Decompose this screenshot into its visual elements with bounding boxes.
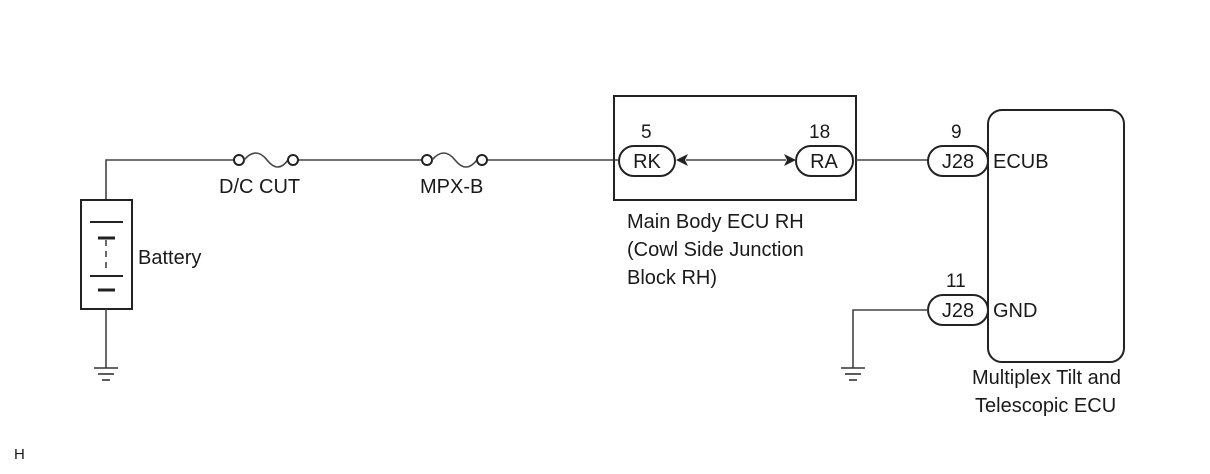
battery-label: Battery [138,247,201,269]
gnd-wire [852,309,928,368]
battery-ground-icon [94,309,118,381]
rk-pin-number: 5 [641,122,652,143]
j28-pin9-number: 9 [951,122,962,143]
main-body-ecu-name-line3: Block RH) [627,267,717,289]
j28-gnd-connector-code: J28 [942,300,974,322]
fuse-dc-cut-label: D/C CUT [219,176,300,198]
rk-connector [618,145,676,177]
ecub-terminal-label: ECUB [993,151,1049,173]
ra-connector [795,145,854,177]
internal-link [676,154,796,166]
rk-connector-code: RK [633,151,661,173]
tilt-ecu-box [987,109,1125,363]
fuse-mpx-b [421,152,488,168]
battery-symbol [80,199,133,310]
ra-connector-code: RA [810,151,838,173]
fuse-mpx-b-label: MPX-B [420,176,483,198]
j28-ecub-connector-code: J28 [942,151,974,173]
ra-pin-number: 18 [809,122,830,143]
supply-wire [105,159,618,200]
gnd-terminal-label: GND [993,300,1037,322]
ecu-ground-icon [841,367,865,381]
j28-pin11-number: 11 [946,271,966,292]
main-body-ecu-box [613,95,857,201]
j28-ecub-connector [927,145,989,177]
main-body-ecu-name-line2: (Cowl Side Junction [627,239,804,261]
footer-code: H [14,446,25,463]
fuse-dc-cut [233,152,299,168]
main-body-ecu-name-line1: Main Body ECU RH [627,211,804,233]
tilt-ecu-name-line2: Telescopic ECU [975,395,1116,417]
tilt-ecu-name-line1: Multiplex Tilt and [972,367,1121,389]
